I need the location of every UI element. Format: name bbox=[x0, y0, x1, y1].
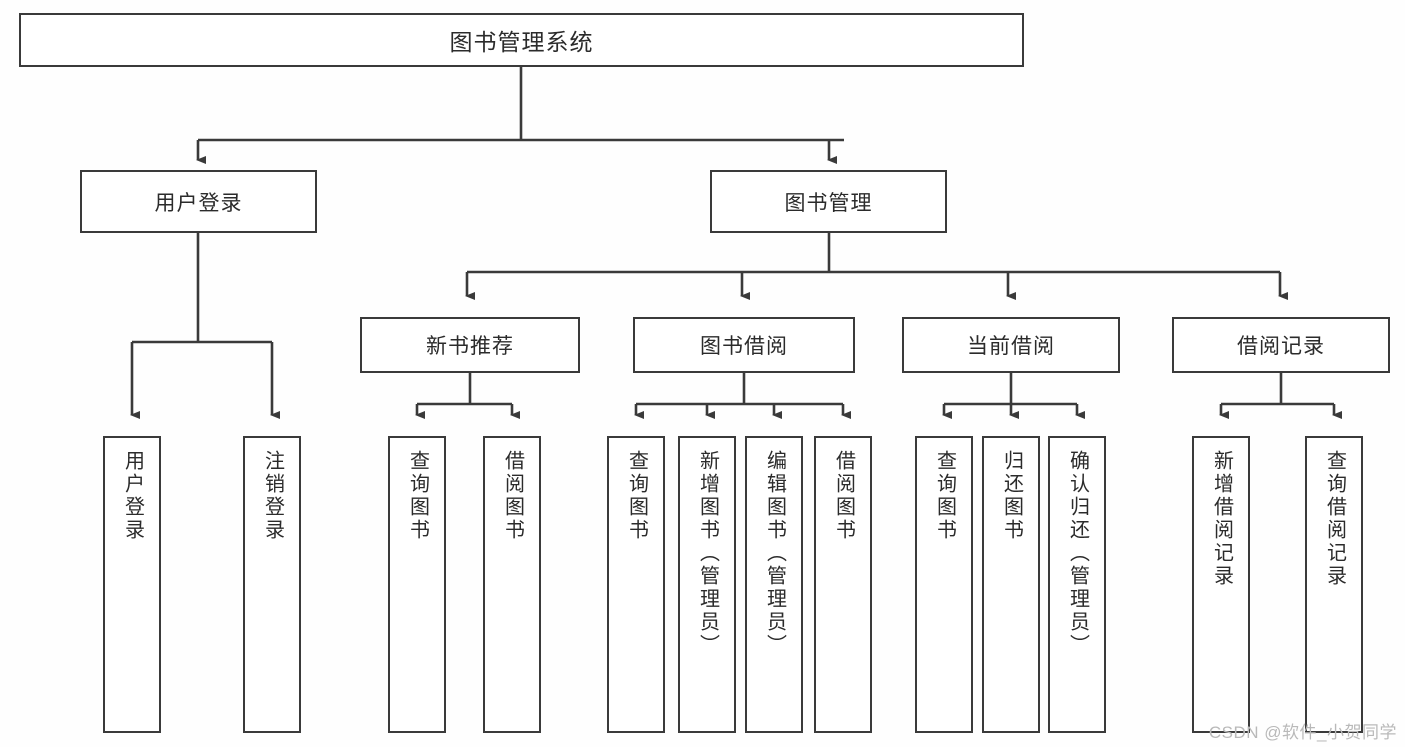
leaf-query-borrow-record-label: 查询借阅记录 bbox=[1323, 450, 1346, 588]
leaf-query-books-borrow-label: 查询图书 bbox=[625, 450, 648, 542]
node-user-login-label: 用户登录 bbox=[154, 191, 243, 215]
node-root-label: 图书管理系统 bbox=[449, 29, 594, 55]
leaf-edit-book-admin-label: 编辑图书（管理员） bbox=[763, 450, 786, 657]
node-current-borrow-label: 当前借阅 bbox=[967, 335, 1055, 358]
leaf-edit-book-admin[interactable]: 编辑图书（管理员） bbox=[745, 436, 803, 733]
leaf-query-books-newbook[interactable]: 查询图书 bbox=[388, 436, 446, 733]
leaf-add-borrow-record[interactable]: 新增借阅记录 bbox=[1192, 436, 1250, 733]
node-book-management[interactable]: 图书管理 bbox=[710, 170, 947, 233]
leaf-confirm-return-admin[interactable]: 确认归还（管理员） bbox=[1048, 436, 1106, 733]
leaf-query-books-current-label: 查询图书 bbox=[933, 450, 956, 542]
leaf-add-book-admin[interactable]: 新增图书（管理员） bbox=[678, 436, 736, 733]
leaf-user-login-label: 用户登录 bbox=[121, 450, 144, 542]
leaf-query-books-current[interactable]: 查询图书 bbox=[915, 436, 973, 733]
node-current-borrow[interactable]: 当前借阅 bbox=[902, 317, 1120, 373]
node-new-book-recommend-label: 新书推荐 bbox=[426, 335, 514, 358]
node-book-borrow-label: 图书借阅 bbox=[700, 335, 788, 358]
leaf-query-books-newbook-label: 查询图书 bbox=[406, 450, 429, 542]
leaf-add-borrow-record-label: 新增借阅记录 bbox=[1210, 450, 1233, 588]
node-user-login[interactable]: 用户登录 bbox=[80, 170, 317, 233]
leaf-borrow-books-newbook[interactable]: 借阅图书 bbox=[483, 436, 541, 733]
node-book-borrow[interactable]: 图书借阅 bbox=[633, 317, 855, 373]
node-root[interactable]: 图书管理系统 bbox=[19, 13, 1024, 67]
node-book-management-label: 图书管理 bbox=[784, 191, 873, 215]
leaf-logout[interactable]: 注销登录 bbox=[243, 436, 301, 733]
leaf-return-books-label: 归还图书 bbox=[1000, 450, 1023, 542]
watermark-text: CSDN @软件_小贺同学 bbox=[1208, 723, 1397, 742]
leaf-borrow-books-borrow[interactable]: 借阅图书 bbox=[814, 436, 872, 733]
leaf-logout-label: 注销登录 bbox=[261, 450, 284, 542]
leaf-query-borrow-record[interactable]: 查询借阅记录 bbox=[1305, 436, 1363, 733]
node-borrow-record-label: 借阅记录 bbox=[1237, 335, 1325, 358]
node-borrow-record[interactable]: 借阅记录 bbox=[1172, 317, 1390, 373]
leaf-query-books-borrow[interactable]: 查询图书 bbox=[607, 436, 665, 733]
leaf-borrow-books-borrow-label: 借阅图书 bbox=[832, 450, 855, 542]
leaf-return-books[interactable]: 归还图书 bbox=[982, 436, 1040, 733]
node-new-book-recommend[interactable]: 新书推荐 bbox=[360, 317, 580, 373]
leaf-borrow-books-newbook-label: 借阅图书 bbox=[501, 450, 524, 542]
leaf-user-login[interactable]: 用户登录 bbox=[103, 436, 161, 733]
leaf-confirm-return-admin-label: 确认归还（管理员） bbox=[1066, 450, 1089, 657]
leaf-add-book-admin-label: 新增图书（管理员） bbox=[696, 450, 719, 657]
